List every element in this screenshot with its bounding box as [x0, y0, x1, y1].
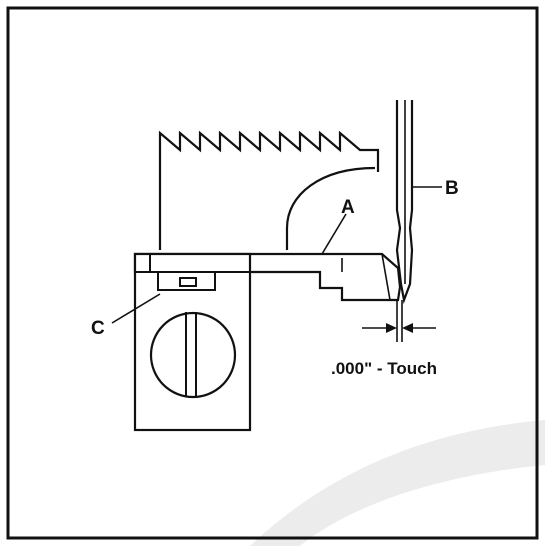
label-b: B [445, 178, 459, 199]
adjustment-notch [157, 272, 216, 291]
label-clearance: .000" - Touch [331, 359, 437, 378]
label-c: C [91, 318, 105, 339]
feed-dog-teeth [158, 130, 380, 250]
clearance-arrow-right-head [402, 323, 413, 333]
feed-dog-curve [285, 166, 376, 250]
leader-line-c [111, 293, 161, 324]
hook-point [341, 253, 391, 301]
watermark-swoosh [250, 420, 545, 546]
diagram-frame [6, 6, 539, 540]
leader-line-a [321, 213, 347, 255]
clearance-arrow-left-head [386, 323, 397, 333]
set-screw [149, 311, 237, 399]
label-a: A [341, 197, 355, 218]
